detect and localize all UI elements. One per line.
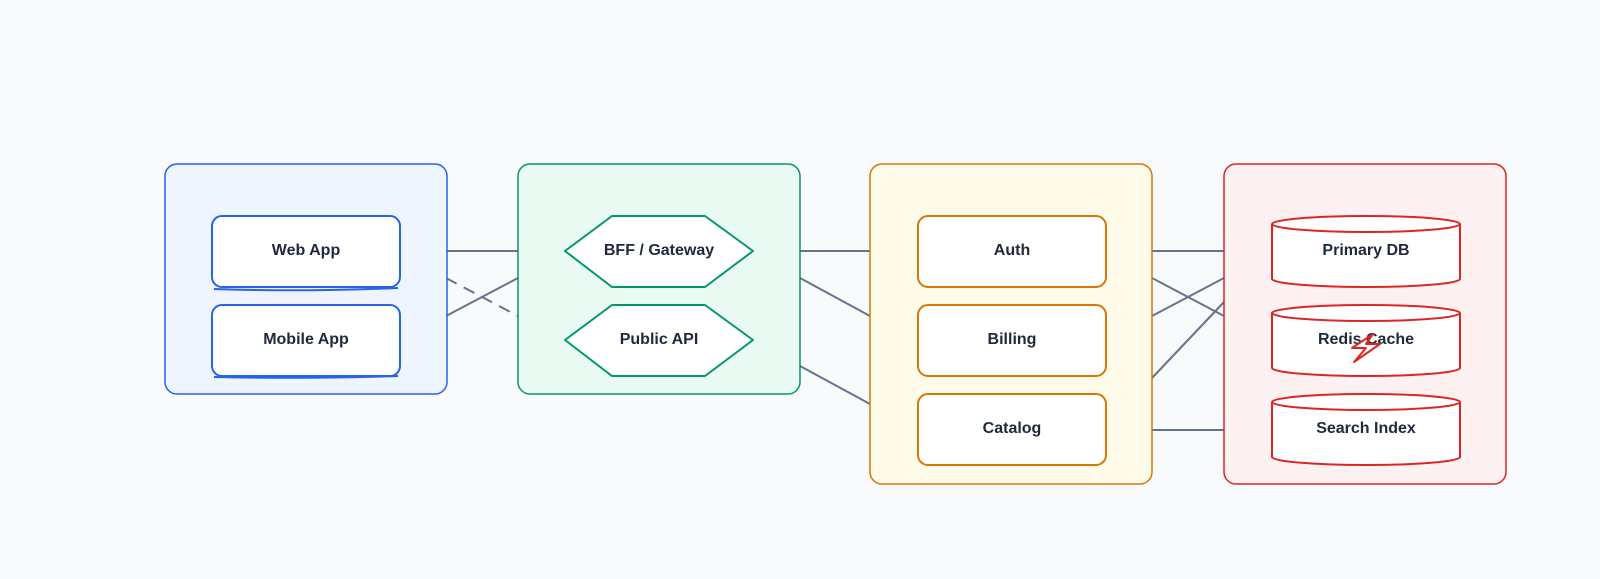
node-bff-gateway[interactable]: BFF / Gateway — [564, 215, 754, 288]
node-label: Primary DB — [1322, 242, 1409, 259]
node-primary-db[interactable]: Primary DB — [1271, 215, 1461, 288]
node-label: Mobile App — [263, 331, 349, 348]
node-label: BFF / Gateway — [604, 242, 714, 259]
node-catalog[interactable]: Catalog — [917, 393, 1107, 466]
node-label: Public API — [620, 331, 699, 348]
edge-services-data-cross-up — [1151, 277, 1225, 317]
node-search-index[interactable]: Search Index — [1271, 393, 1461, 466]
node-redis-cache[interactable]: Redis Cache — [1271, 304, 1461, 377]
node-auth[interactable]: Auth — [917, 215, 1107, 288]
node-label: Catalog — [983, 420, 1042, 437]
edge-gateway-services-mid — [799, 277, 871, 317]
group-services: Auth Billing Catalog — [869, 163, 1153, 485]
group-clients: Web App Mobile App — [164, 163, 448, 395]
node-label: Auth — [994, 242, 1030, 259]
edge-gateway-services-bottom — [799, 365, 871, 405]
node-label: Web App — [272, 242, 341, 259]
edges — [445, 250, 1225, 431]
edge-gateway-clients-diagonal — [445, 277, 519, 317]
group-gateway: BFF / Gateway Public API — [517, 163, 801, 395]
node-mobile-app[interactable]: Mobile App — [211, 304, 401, 379]
edge-services-data-long — [1151, 301, 1225, 379]
node-label: Search Index — [1316, 420, 1416, 437]
lightning-icon — [1351, 333, 1381, 363]
node-web-app[interactable]: Web App — [211, 215, 401, 292]
group-data: Primary DB Redis Cache Search Index — [1223, 163, 1507, 485]
node-label: Billing — [988, 331, 1037, 348]
node-public-api[interactable]: Public API — [564, 304, 754, 377]
node-billing[interactable]: Billing — [917, 304, 1107, 377]
